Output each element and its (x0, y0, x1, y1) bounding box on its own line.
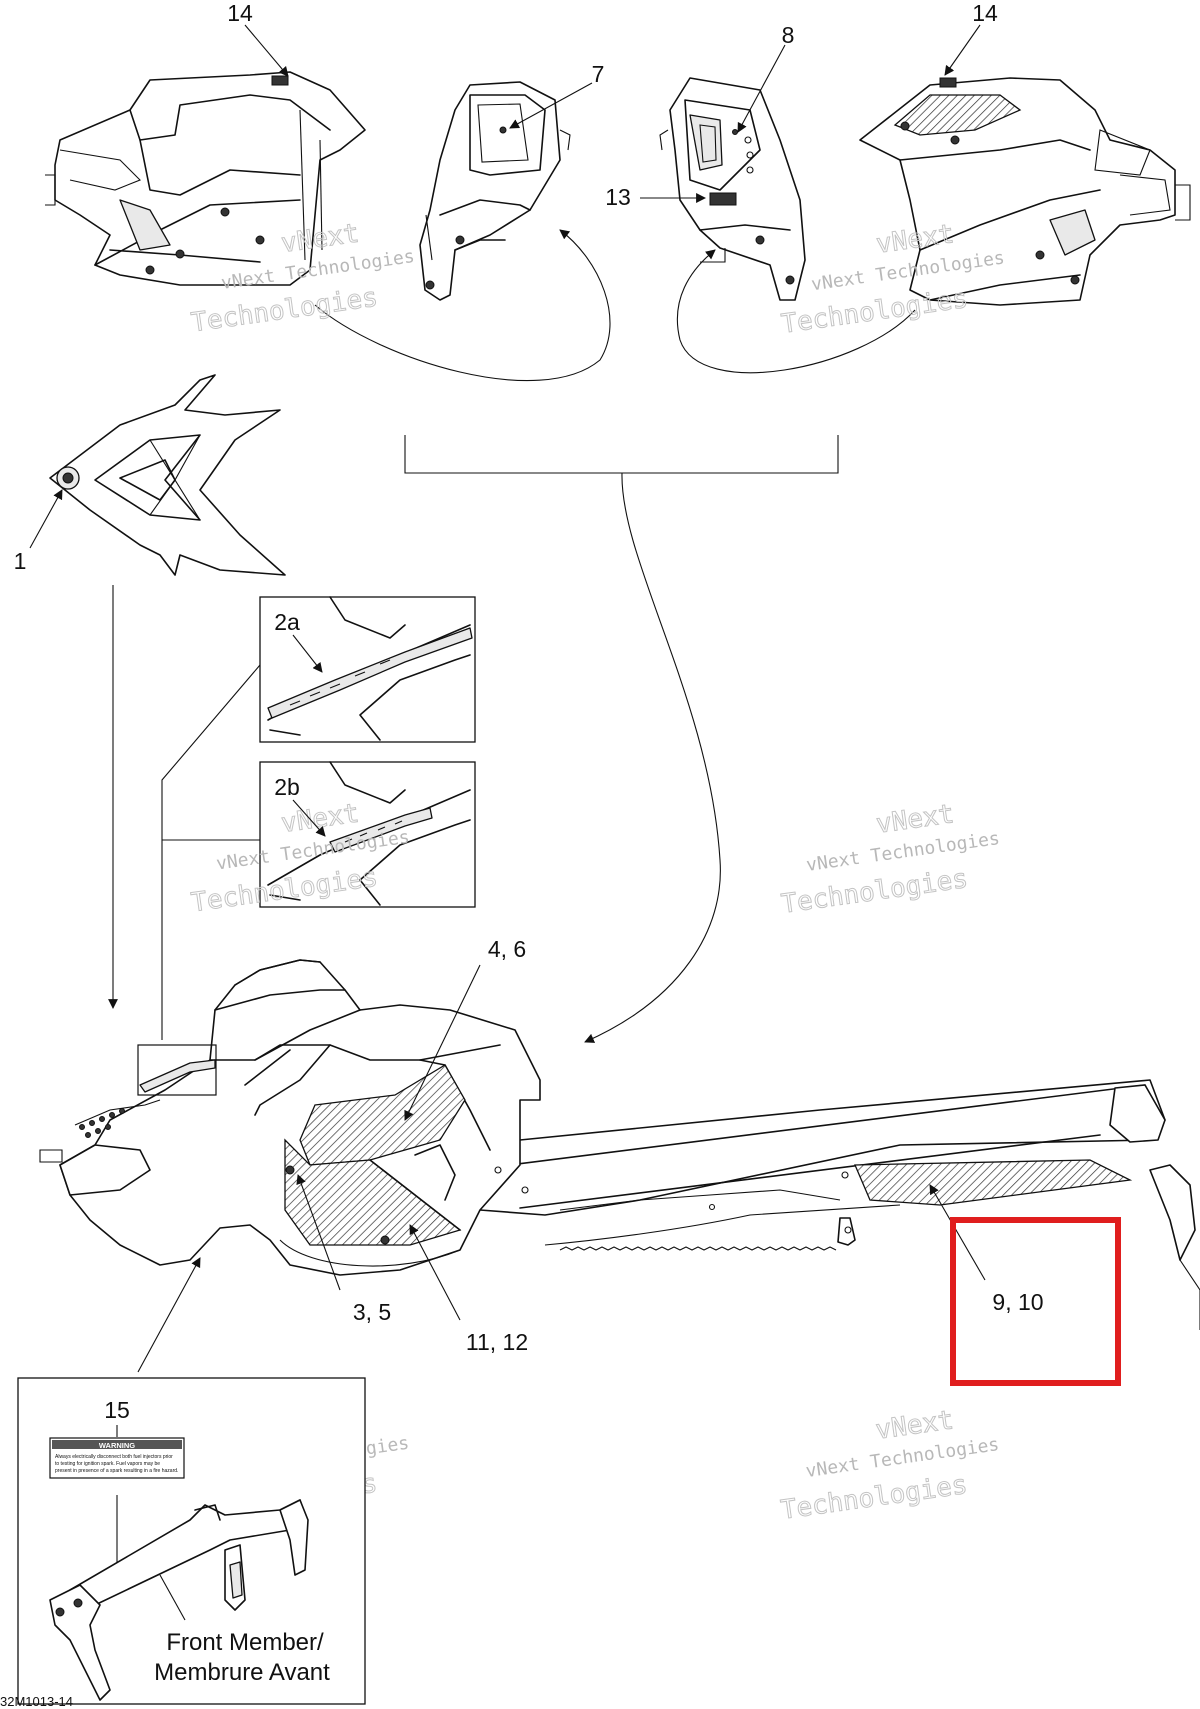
callout-11-12: 11, 12 (466, 1329, 528, 1355)
warning-label-line2: to testing for ignition spark. Fuel vapo… (55, 1461, 160, 1467)
callout-14-left: 14 (227, 0, 253, 26)
callout-4-6: 4, 6 (488, 936, 526, 962)
front-member-label-line1: Front Member/ (166, 1629, 324, 1656)
warning-label-line3: present in presence of a spark resulting… (55, 1468, 178, 1474)
detail-box-2a (259, 596, 476, 743)
right-side-panel-drawing (859, 77, 1191, 306)
callout-9-10: 9, 10 (992, 1289, 1043, 1315)
callout-1: 1 (14, 548, 27, 574)
highlight-box (950, 1217, 1121, 1386)
callout-14-right: 14 (972, 0, 998, 26)
callout-2a: 2a (274, 609, 300, 635)
hood-item-1-drawing (49, 374, 286, 576)
svg-text:vNext: vNext (874, 1405, 956, 1446)
warning-label-line1: Always electrically disconnect both fuel… (55, 1454, 173, 1460)
watermark-bottom-right: vNext vNext Technologies Technologies (778, 1405, 1000, 1527)
callout-13: 13 (605, 184, 631, 210)
callout-8: 8 (782, 22, 795, 48)
panel-item-7-drawing (419, 81, 571, 301)
detail-box-2b (259, 761, 476, 908)
panel-item-8-drawing (659, 77, 806, 301)
svg-text:vNext: vNext (874, 799, 956, 840)
callout-3-5: 3, 5 (353, 1299, 391, 1325)
main-body-drawing (39, 959, 1200, 1330)
front-member-label-line2: Membrure Avant (154, 1659, 330, 1686)
detail-2a-connector (161, 664, 261, 1040)
watermark-mid-right: vNext vNext Technologies Technologies (779, 799, 1001, 921)
callout-7: 7 (592, 61, 605, 87)
callout-15: 15 (104, 1397, 130, 1423)
svg-text:Technologies: Technologies (780, 284, 970, 340)
callout-2b: 2b (274, 774, 300, 800)
warning-label-title: WARNING (99, 1441, 135, 1450)
diagram-code: 32M1013-14 (0, 1694, 73, 1709)
flow-arrow-bracket-to-body (584, 472, 721, 1043)
assembly-bracket (404, 435, 839, 474)
left-side-panel-drawing (45, 71, 366, 286)
flow-arrow-right-to-8 (676, 249, 916, 374)
callout-leaders (29, 24, 986, 1373)
flow-arrow-left-to-7 (314, 229, 611, 381)
front-member-inset: 15 WARNING Always electrically disconnec… (17, 1377, 366, 1705)
